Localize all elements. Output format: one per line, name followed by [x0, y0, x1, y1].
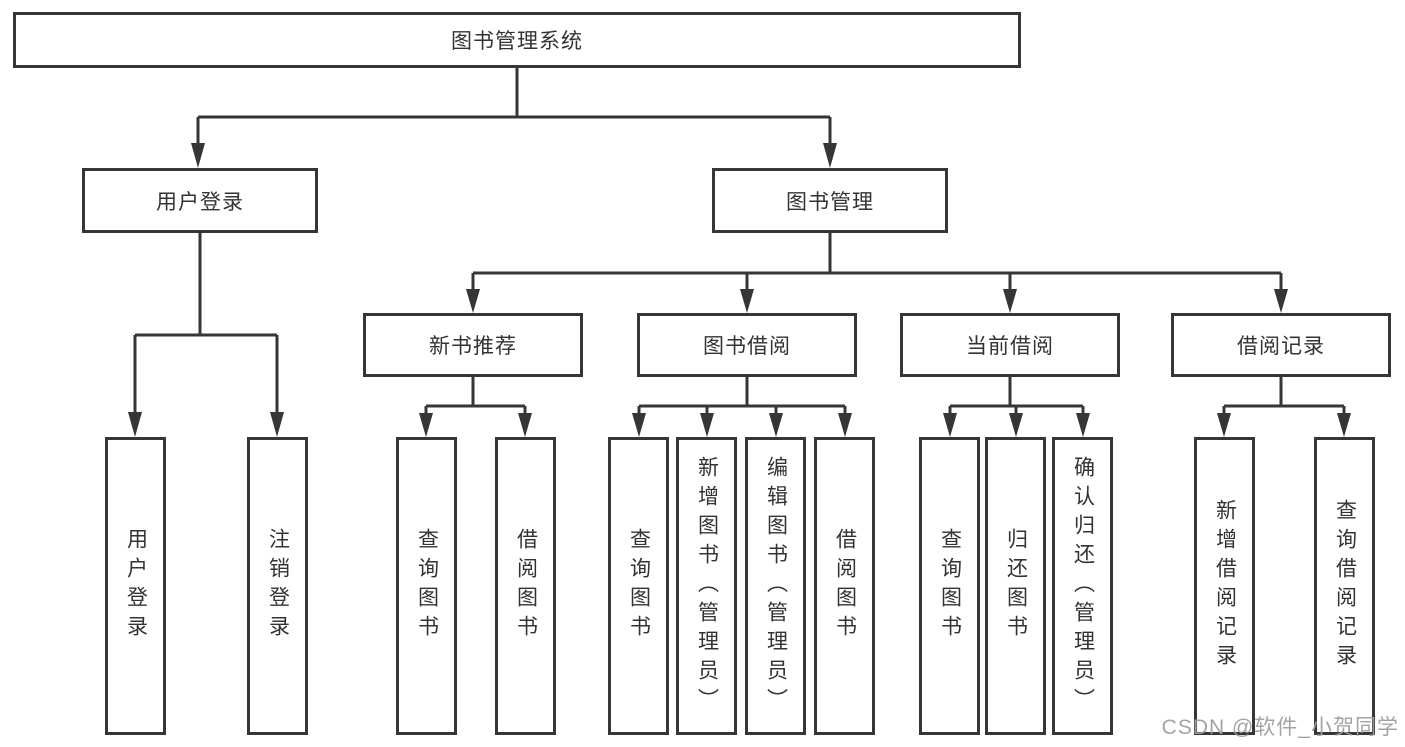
- node-book-management: 图书管理: [712, 168, 948, 233]
- leaf-user-login: 用户登录: [105, 437, 166, 735]
- leaf-label: 查询图书: [415, 528, 439, 644]
- leaf-label: 新增借阅记录: [1213, 499, 1237, 673]
- node-label: 借阅记录: [1237, 335, 1325, 358]
- leaf-query-books: 查询图书: [396, 437, 457, 735]
- leaf-add-books-admin: 新增图书（管理员）: [676, 437, 737, 735]
- leaf-add-borrow-record: 新增借阅记录: [1194, 437, 1255, 735]
- leaf-label: 新增图书（管理员）: [695, 455, 719, 717]
- node-label: 当前借阅: [966, 335, 1054, 358]
- node-new-book-recommendation: 新书推荐: [363, 313, 583, 377]
- node-label: 图书借阅: [703, 335, 791, 358]
- leaf-borrow-books-2: 借阅图书: [814, 437, 875, 735]
- node-label: 图书管理: [786, 190, 874, 214]
- node-label: 用户登录: [156, 190, 244, 214]
- leaf-confirm-return-admin: 确认归还（管理员）: [1052, 437, 1113, 735]
- leaf-label: 编辑图书（管理员）: [764, 455, 788, 717]
- leaf-label: 查询图书: [627, 528, 651, 644]
- leaf-query-borrow-record: 查询借阅记录: [1314, 437, 1375, 735]
- leaf-label: 查询借阅记录: [1333, 499, 1357, 673]
- leaf-label: 注销登录: [266, 528, 290, 644]
- leaf-borrow-books: 借阅图书: [495, 437, 556, 735]
- csdn-watermark: CSDN @软件_小贺同学: [1161, 716, 1399, 739]
- leaf-label: 借阅图书: [514, 528, 538, 644]
- node-book-borrowing: 图书借阅: [637, 313, 857, 377]
- node-current-borrowing: 当前借阅: [900, 313, 1120, 377]
- leaf-query-books-2: 查询图书: [608, 437, 669, 735]
- leaf-label: 确认归还（管理员）: [1071, 455, 1095, 717]
- leaf-logout: 注销登录: [247, 437, 308, 735]
- leaf-query-books-3: 查询图书: [919, 437, 980, 735]
- node-label: 图书管理系统: [451, 30, 583, 53]
- leaf-label: 用户登录: [124, 528, 148, 644]
- leaf-label: 借阅图书: [833, 528, 857, 644]
- leaf-return-books: 归还图书: [985, 437, 1046, 735]
- node-label: 新书推荐: [429, 335, 517, 358]
- leaf-label: 查询图书: [938, 528, 962, 644]
- node-user-login: 用户登录: [82, 168, 318, 233]
- leaf-label: 归还图书: [1004, 528, 1028, 644]
- node-library-management-system: 图书管理系统: [13, 12, 1021, 68]
- leaf-edit-books-admin: 编辑图书（管理员）: [745, 437, 806, 735]
- node-borrowing-records: 借阅记录: [1171, 313, 1391, 377]
